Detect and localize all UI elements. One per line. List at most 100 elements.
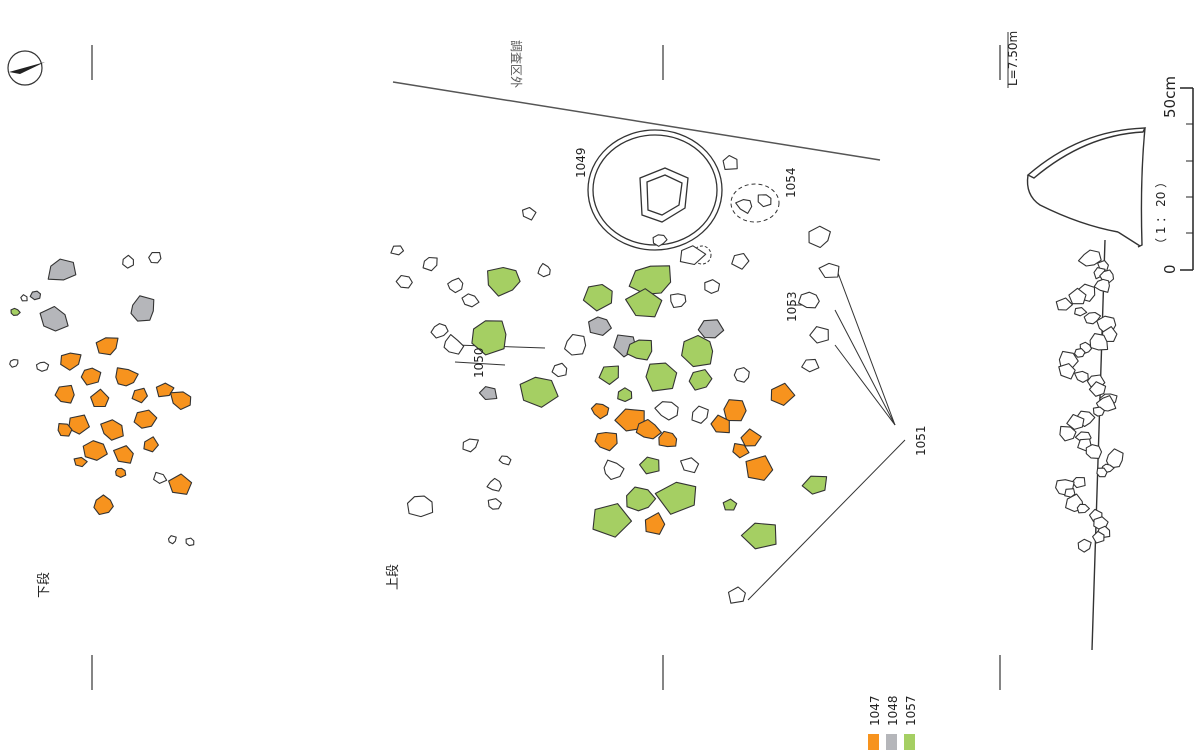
lower-sherd xyxy=(131,387,148,404)
upper-sherd xyxy=(723,399,747,422)
upper-sherd xyxy=(626,339,653,361)
pot-1054-dashed xyxy=(730,183,780,223)
upper-sherd xyxy=(722,154,738,170)
upper-sherd xyxy=(727,586,746,604)
section-sherd xyxy=(1077,249,1102,267)
lower-sherd xyxy=(47,258,77,281)
legend-label-1048: 1048 xyxy=(886,695,900,726)
upper-sherd xyxy=(745,455,774,481)
lower-sherd xyxy=(35,361,50,372)
upper-sherd xyxy=(710,414,730,434)
upper-sherd xyxy=(625,288,663,318)
section-sherd xyxy=(1058,363,1076,380)
upper-sherd xyxy=(617,387,633,403)
pot-1049-outline xyxy=(587,129,723,251)
lower-sherd xyxy=(54,384,75,404)
upper-sherd xyxy=(740,522,777,550)
upper-sherd xyxy=(740,428,762,447)
pot-dashed-small xyxy=(692,245,712,265)
lower-sherd xyxy=(90,388,110,408)
upper-sherd xyxy=(697,319,725,339)
upper-sherd xyxy=(797,291,820,309)
section-sherd xyxy=(1074,307,1088,317)
upper-stage-label: 上段 xyxy=(386,564,401,590)
upper-sherd xyxy=(537,262,551,278)
upper-sherd xyxy=(681,334,714,368)
upper-sherd xyxy=(670,293,687,309)
section-sherd xyxy=(1076,503,1090,514)
lower-sherd xyxy=(130,295,155,322)
scale-min-label: 0 xyxy=(1161,264,1179,274)
lower-sherd xyxy=(153,471,168,484)
label-1050: 1050 xyxy=(472,347,486,378)
upper-sherd xyxy=(770,382,796,406)
section-sherds xyxy=(1055,249,1124,553)
upper-sherd xyxy=(422,256,438,272)
lower-sherd xyxy=(57,423,73,437)
upper-sherd xyxy=(722,498,738,511)
upper-sherd xyxy=(486,477,502,492)
upper-sherd xyxy=(654,401,679,421)
upper-sherd xyxy=(628,265,672,295)
pot-section xyxy=(1026,127,1147,651)
upper-sherd xyxy=(395,274,413,289)
legend-label-1047: 1047 xyxy=(868,695,882,726)
upper-sherd xyxy=(590,403,610,420)
upper-sherd xyxy=(390,245,405,256)
upper-sherd xyxy=(644,512,666,535)
lower-sherd xyxy=(100,419,124,441)
upper-sherd xyxy=(626,486,657,512)
lower-sherd xyxy=(60,352,82,371)
section-sherd xyxy=(1068,287,1087,305)
upper-sherd xyxy=(406,495,434,518)
lower-sherd xyxy=(73,456,88,468)
legend-swatch-1057 xyxy=(904,734,915,750)
upper-sherd xyxy=(598,365,619,385)
section-sherd xyxy=(1105,448,1124,469)
legend-swatch-1047 xyxy=(868,734,879,750)
upper-sherd xyxy=(801,475,828,495)
upper-sherd xyxy=(461,293,480,308)
upper-sherd xyxy=(639,456,660,475)
upper-sherd xyxy=(645,362,678,392)
lower-sherd xyxy=(133,409,158,429)
section-sherd xyxy=(1059,425,1077,442)
upper-sherd xyxy=(551,362,568,378)
upper-sherd xyxy=(809,326,829,344)
upper-sherd xyxy=(603,459,625,481)
lower-sherd xyxy=(80,367,102,386)
upper-sherd xyxy=(679,245,707,266)
north-arrow-icon xyxy=(7,50,45,86)
upper-sherd xyxy=(818,262,840,279)
lower-sherd xyxy=(10,307,21,316)
lower-sherd xyxy=(115,467,127,478)
trench-boundary-line xyxy=(392,81,881,161)
upper-sherd xyxy=(704,279,721,294)
upper-sherd xyxy=(447,277,464,294)
upper-sherd xyxy=(658,430,678,448)
scale-bar xyxy=(1180,87,1194,271)
upper-sherd xyxy=(588,316,612,336)
upper-sherd xyxy=(443,334,465,355)
upper-sherd xyxy=(652,234,668,247)
section-sherd xyxy=(1092,406,1105,417)
frame-ticks xyxy=(91,45,1001,690)
lower-sherd xyxy=(148,251,162,264)
upper-sherd xyxy=(733,367,750,383)
legend: 1047 1048 1057 xyxy=(868,695,918,750)
lower-sherd xyxy=(168,473,193,495)
section-sherd xyxy=(1073,348,1086,358)
section-sherd xyxy=(1064,488,1076,498)
section-sherd xyxy=(1066,413,1085,430)
upper-sherd xyxy=(498,455,512,466)
upper-sherd xyxy=(635,418,662,440)
upper-sherd xyxy=(594,431,618,452)
upper-sherd xyxy=(519,376,559,408)
lower-sherd xyxy=(68,414,90,435)
upper-sherd xyxy=(614,408,645,432)
elevation-label: L=7.50m xyxy=(1006,31,1020,86)
upper-sherd xyxy=(757,194,772,208)
lower-sherd xyxy=(155,382,175,398)
